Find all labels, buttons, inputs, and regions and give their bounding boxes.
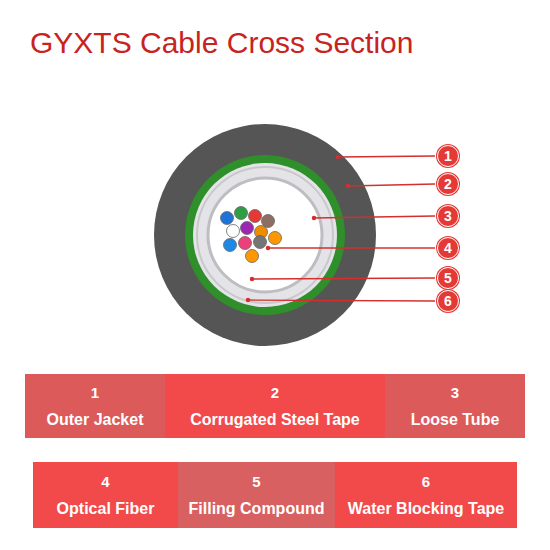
fiber-dot [269, 232, 282, 245]
leader-dot [250, 277, 253, 280]
steel-tape [185, 155, 345, 315]
leader-dot [246, 298, 249, 301]
callout-circle: 6 [437, 290, 459, 312]
callout-circle: 2 [437, 173, 459, 195]
leader-dot [336, 155, 339, 158]
fiber-dot [254, 236, 267, 249]
callout-number: 4 [444, 240, 452, 256]
fiber-dot [239, 237, 252, 250]
table-cell: 4Optical Fiber [33, 462, 178, 528]
leader-lines [246, 155, 435, 301]
fiber-dot [246, 250, 259, 263]
leader-line [248, 300, 435, 301]
cell-label: Optical Fiber [57, 500, 155, 518]
cell-number: 3 [451, 384, 459, 401]
callout-circle: 1 [437, 145, 459, 167]
callout-number: 3 [444, 208, 452, 224]
leader-dot [312, 216, 315, 219]
callout-number: 1 [444, 148, 452, 164]
table-cell: 6Water Blocking Tape [335, 462, 517, 528]
fiber-bundle [221, 207, 282, 263]
cell-label: Corrugated Steel Tape [190, 411, 360, 429]
leader-line [338, 156, 435, 157]
cell-label: Loose Tube [411, 411, 500, 429]
callout-number: 6 [444, 293, 452, 309]
fiber-dot [249, 210, 262, 223]
leader-line [348, 184, 435, 186]
loose-tube [208, 178, 322, 292]
callout-circle: 4 [437, 237, 459, 259]
cell-label: Filling Compound [189, 500, 325, 518]
fiber-dot [227, 225, 240, 238]
fiber-dot [224, 239, 237, 252]
callout-number: 2 [444, 176, 452, 192]
fiber-dot [221, 212, 234, 225]
callout-circle: 3 [437, 205, 459, 227]
tape-edge [197, 167, 333, 303]
fiber-dot [241, 222, 254, 235]
leader-line [268, 247, 435, 248]
cell-number: 6 [422, 473, 430, 490]
cell-number: 4 [101, 473, 109, 490]
table-cell: 1Outer Jacket [25, 374, 165, 438]
callout-circle: 5 [437, 267, 459, 289]
leader-line [314, 216, 435, 218]
cell-number: 1 [91, 384, 99, 401]
title: GYXTS Cable Cross Section [30, 26, 413, 60]
leader-line [252, 278, 435, 279]
callout-number: 5 [444, 270, 452, 286]
cell-label: Water Blocking Tape [348, 500, 504, 518]
cell-number: 2 [271, 384, 279, 401]
table-cell: 5Filling Compound [178, 462, 335, 528]
water-blocking-tape [193, 163, 337, 307]
fiber-dot [235, 207, 248, 220]
cell-label: Outer Jacket [47, 411, 144, 429]
cell-number: 5 [252, 473, 260, 490]
leader-dot [346, 184, 349, 187]
table-cell: 2Corrugated Steel Tape [165, 374, 385, 438]
table-cell: 3Loose Tube [385, 374, 525, 438]
leader-dot [266, 246, 269, 249]
